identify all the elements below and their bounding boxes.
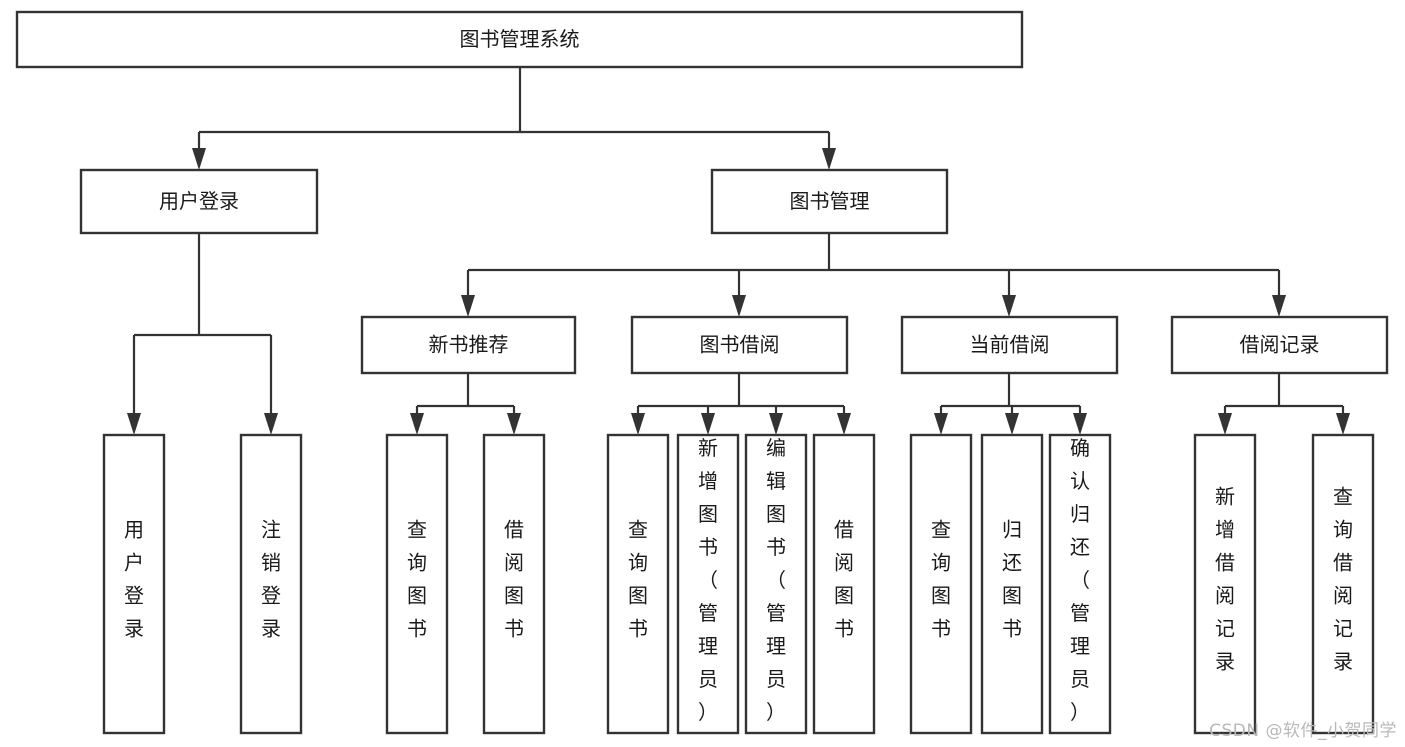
node-leaf-add-record[interactable]: 新增借阅记录 (1193, 433, 1257, 735)
connector-borrow-record (1218, 373, 1350, 435)
node-leaf-add-book[interactable]: 新增图书（管理员） (676, 433, 740, 735)
connector-new-book-rec (410, 373, 521, 435)
node-leaf-query-book-borrow[interactable]: 查询图书 (606, 433, 670, 735)
node-leaf-borrow-book-rec[interactable]: 借阅图书 (482, 433, 546, 735)
node-label: 图书借阅 (700, 333, 780, 357)
node-user-login[interactable]: 用户登录 (79, 168, 319, 235)
node-label: 查询图书 (628, 518, 648, 641)
connector-user-login (127, 233, 278, 435)
node-label: 新增借阅记录 (1215, 485, 1235, 674)
node-leaf-borrow-book[interactable]: 借阅图书 (812, 433, 876, 735)
node-label: 编辑图书（管理员） (766, 436, 786, 724)
node-label: 图书管理 (790, 189, 870, 213)
node-label: 归还图书 (1002, 518, 1022, 641)
connector-book-manage (461, 233, 1286, 317)
node-label: 图书管理系统 (460, 27, 580, 51)
node-label: 当前借阅 (970, 333, 1050, 357)
node-new-book-rec[interactable]: 新书推荐 (360, 315, 577, 375)
node-label: 借阅图书 (834, 518, 854, 641)
node-borrow-record[interactable]: 借阅记录 (1170, 315, 1389, 375)
node-label: 注销登录 (261, 518, 281, 641)
connector-current-borrow (934, 373, 1087, 435)
node-book-manage[interactable]: 图书管理 (710, 168, 949, 235)
node-current-borrow[interactable]: 当前借阅 (900, 315, 1119, 375)
node-label: 新书推荐 (429, 333, 509, 357)
node-root[interactable]: 图书管理系统 (15, 10, 1024, 69)
node-leaf-query-book-cur[interactable]: 查询图书 (909, 433, 973, 735)
node-label: 查询借阅记录 (1333, 485, 1353, 674)
node-leaf-user-login[interactable]: 用户登录 (102, 433, 166, 735)
node-book-borrow[interactable]: 图书借阅 (630, 315, 849, 375)
nodes-layer: 图书管理系统用户登录图书管理新书推荐图书借阅当前借阅借阅记录用户登录注销登录查询… (15, 10, 1389, 735)
node-label: 用户登录 (159, 189, 239, 213)
node-label: 用户登录 (124, 518, 144, 641)
node-label: 新增图书（管理员） (698, 436, 718, 724)
connector-root (192, 67, 836, 170)
node-leaf-return-book[interactable]: 归还图书 (980, 433, 1044, 735)
node-label: 确认归还（管理员） (1070, 436, 1090, 724)
node-leaf-query-book-rec[interactable]: 查询图书 (385, 433, 449, 735)
node-label: 查询图书 (931, 518, 951, 641)
node-leaf-confirm-return[interactable]: 确认归还（管理员） (1048, 433, 1112, 735)
node-label: 借阅记录 (1240, 333, 1320, 357)
edges-layer (127, 67, 1350, 435)
csdn-watermark: CSDN @软件_小贺同学 (1209, 721, 1397, 741)
node-label: 查询图书 (407, 518, 427, 641)
connector-book-borrow (631, 373, 851, 435)
node-label: 借阅图书 (504, 518, 524, 641)
node-leaf-query-record[interactable]: 查询借阅记录 (1311, 433, 1375, 735)
node-leaf-user-logout[interactable]: 注销登录 (239, 433, 303, 735)
node-leaf-edit-book[interactable]: 编辑图书（管理员） (744, 433, 808, 735)
